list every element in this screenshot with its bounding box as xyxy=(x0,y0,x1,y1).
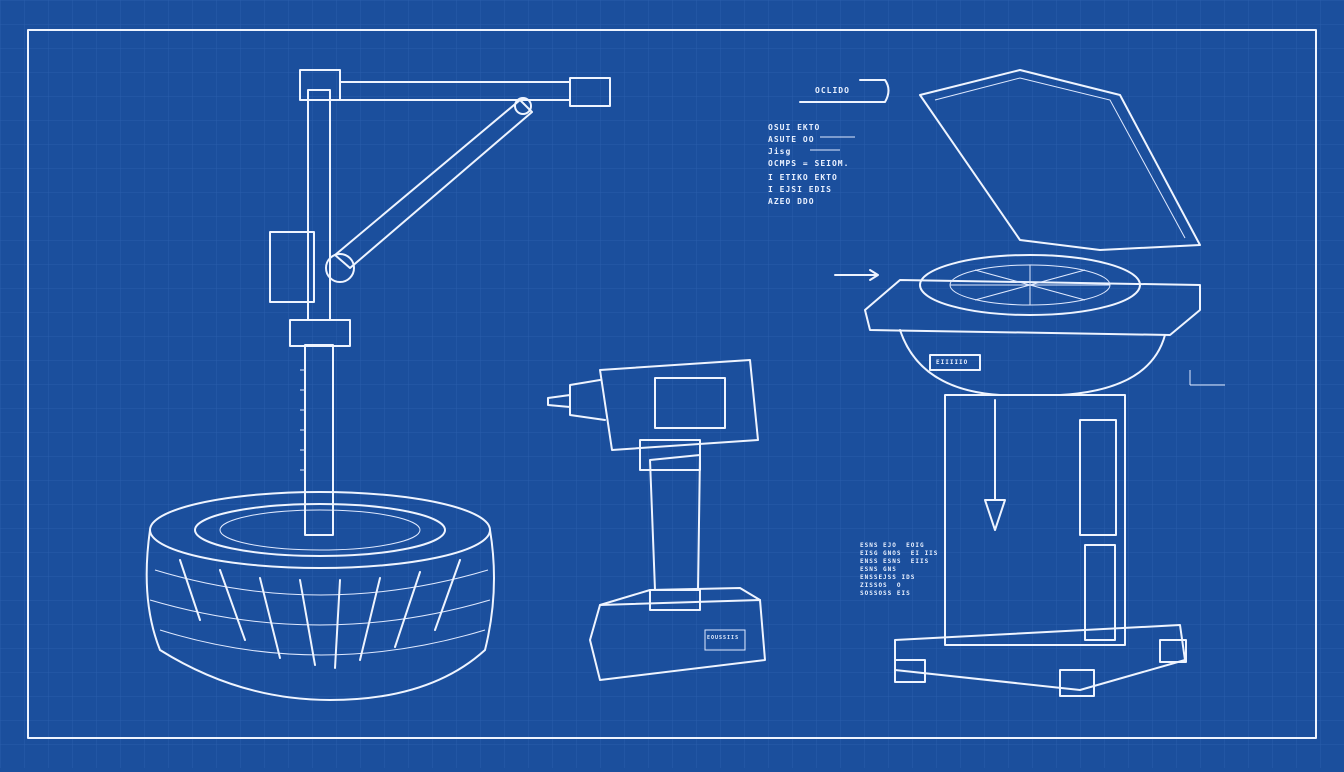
wheel-balancer-drawing xyxy=(799,69,1225,697)
top-label: OCLIDO xyxy=(815,86,850,95)
handheld-tool-drawing xyxy=(547,359,766,681)
tire-changer-drawing xyxy=(145,69,611,701)
frame-border xyxy=(27,29,1317,739)
machine-plate-label: EIIIIIO xyxy=(936,359,969,366)
tool-plate-label: EOUSSIIS xyxy=(707,635,740,641)
